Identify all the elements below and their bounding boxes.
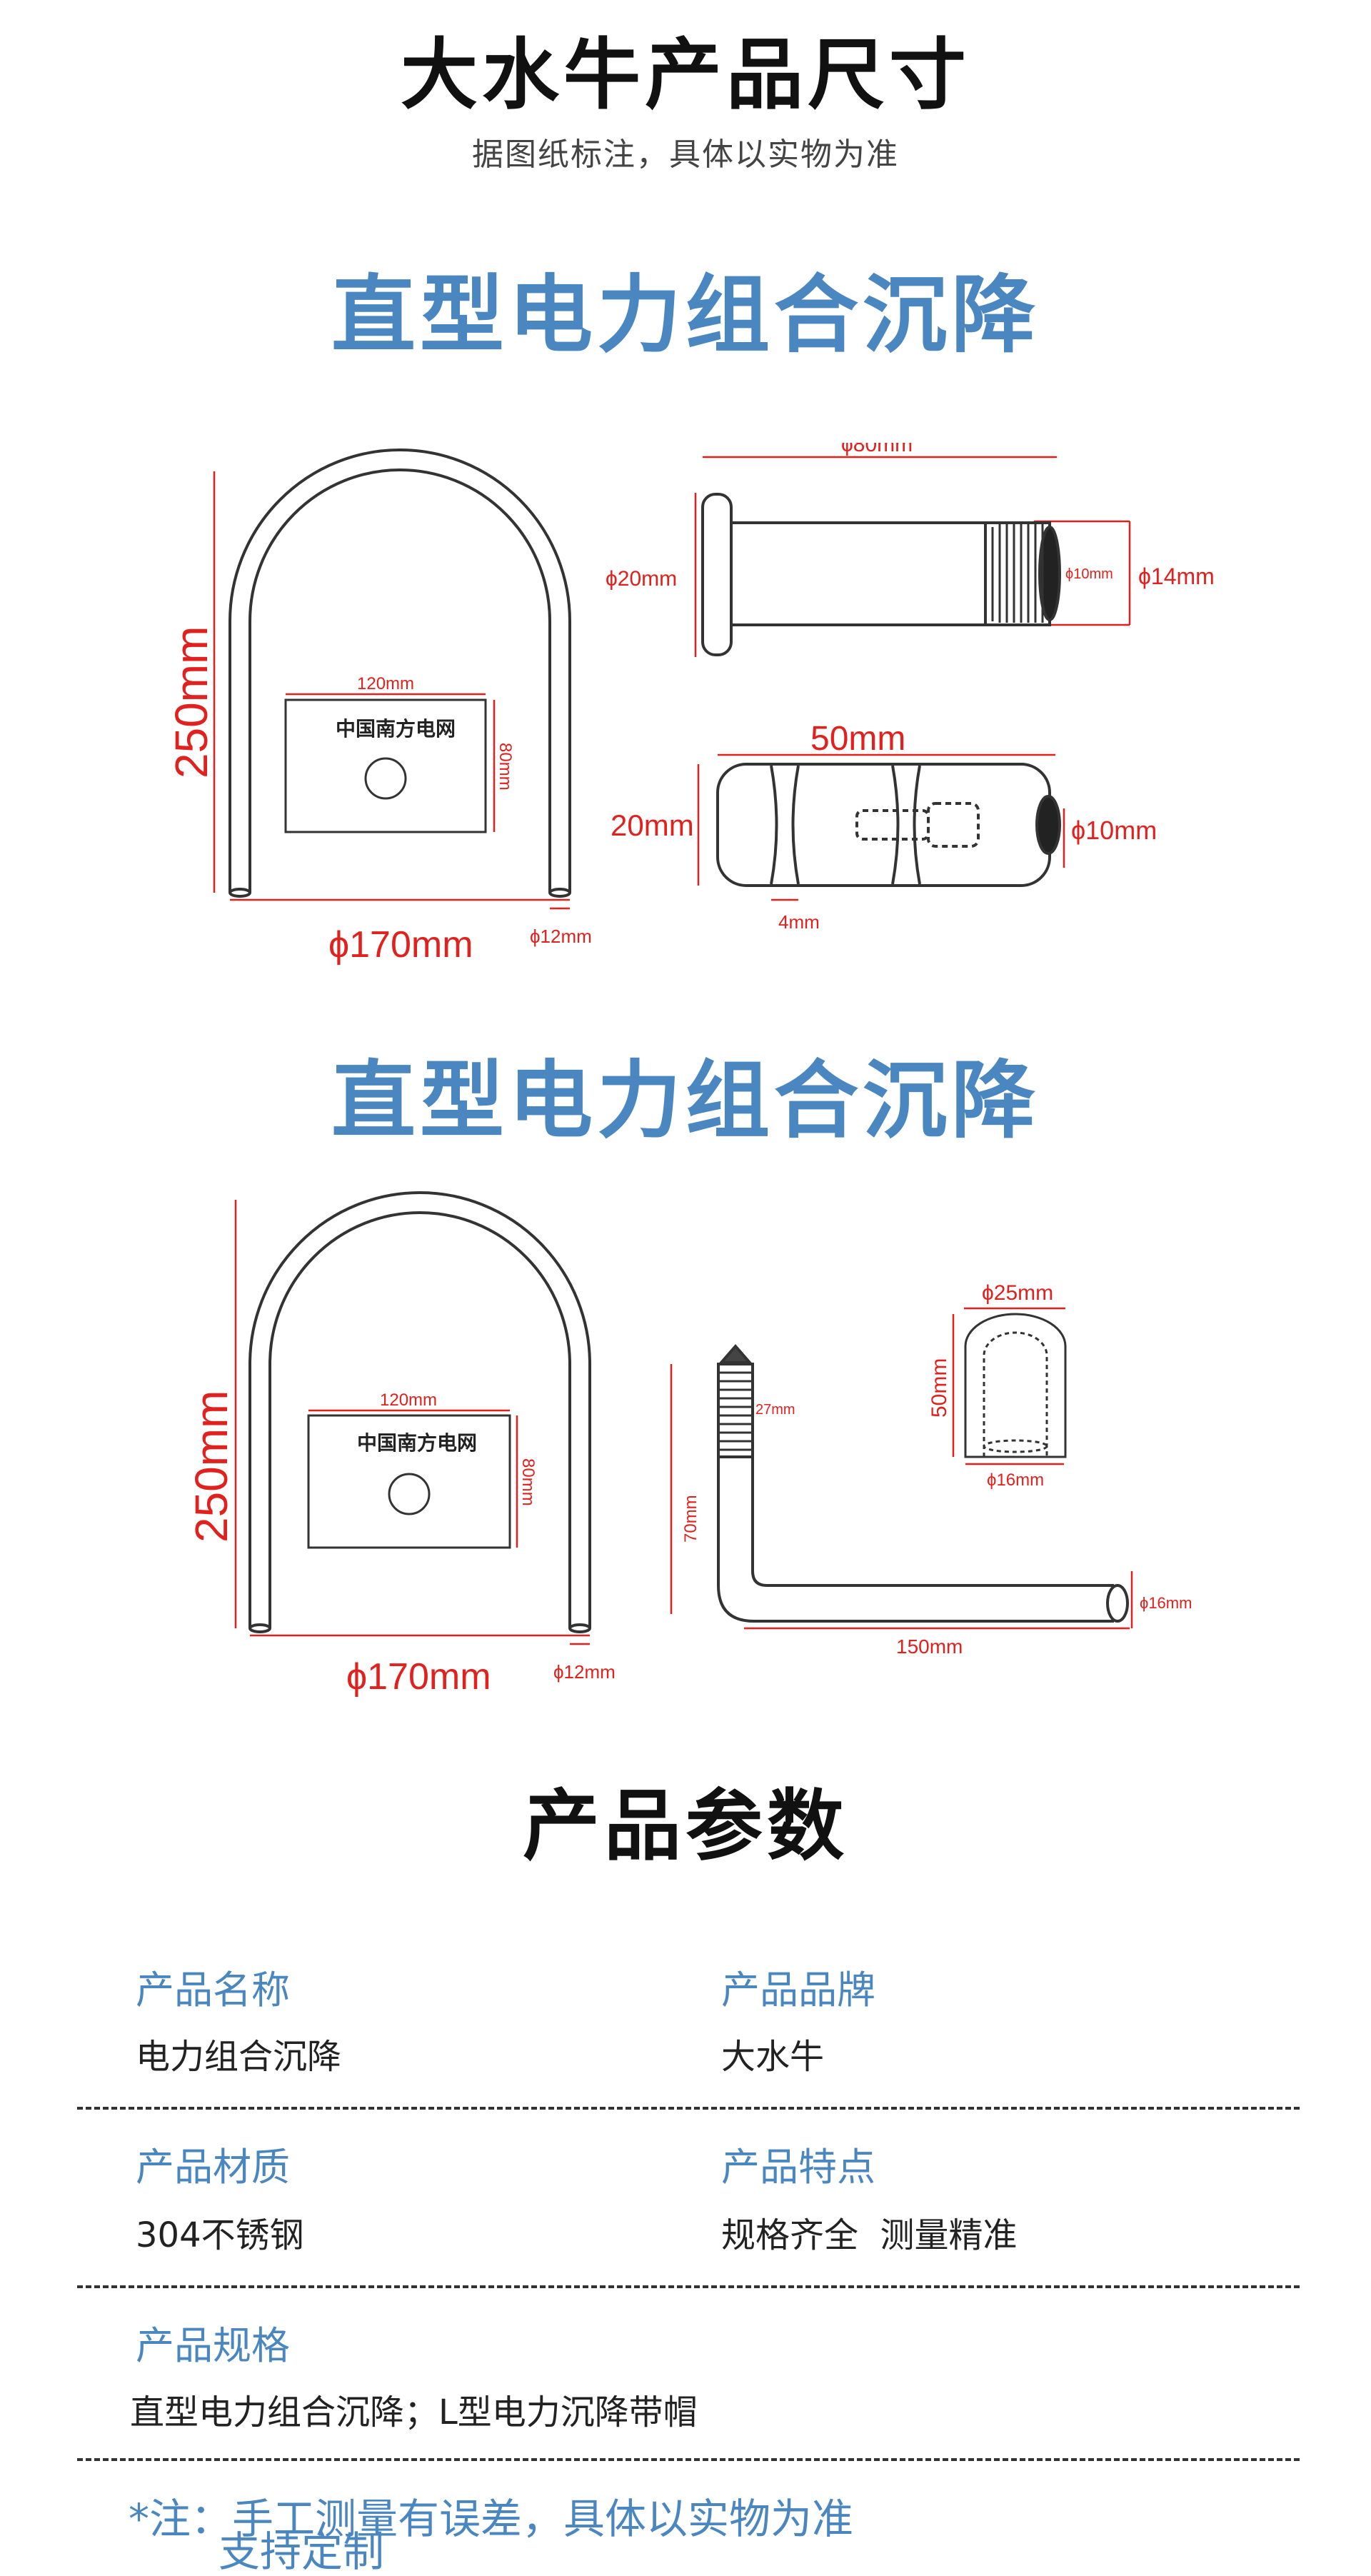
connector-drawing: [716, 763, 1061, 887]
dim-connector-groove: 4mm: [778, 911, 820, 933]
divider: [77, 2285, 1300, 2288]
dim-l-length: 150mm: [896, 1635, 963, 1658]
note-line-2: 支持定制: [219, 2527, 385, 2576]
param-value-feature: 规格齐全 测量精准: [721, 2215, 1018, 2255]
sign-plate-2: 中国南方电网: [307, 1414, 511, 1549]
dim-plate-width: 120mm: [357, 674, 414, 693]
dim-rod-2: ϕ12mm: [553, 1661, 616, 1683]
dim-thread-outer: ϕ14mm: [1138, 563, 1215, 589]
dim-plate-height: 80mm: [496, 743, 515, 791]
dim-rod-head: ϕ20mm: [606, 567, 677, 591]
threaded-rod-drawing: [701, 493, 1061, 656]
param-label-brand: 产品品牌: [721, 1968, 875, 2013]
dim-connector-height: 20mm: [611, 808, 694, 842]
param-value-spec: 直型电力组合沉降；L型电力沉降带帽: [130, 2392, 698, 2432]
dim-cap-inner: ϕ16mm: [987, 1470, 1044, 1490]
section2-title: 直型电力组合沉降: [331, 1051, 1040, 1150]
dim-plate-height-2: 80mm: [518, 1458, 538, 1506]
param-value-material: 304不锈钢: [136, 2215, 304, 2255]
plate-text: 中国南方电网: [336, 717, 456, 740]
dim-height-2: 250mm: [186, 1390, 237, 1543]
dim-connector-length: 50mm: [810, 720, 905, 758]
section2-diagram: 中国南方电网 250mm ϕ170mm ϕ12mm 120mm 80mm: [186, 1191, 1192, 1698]
dim-connector-hole: ϕ10mm: [1071, 816, 1157, 845]
section1-diagram: 中国南方电网 250mm ϕ170mm ϕ12mm 120mm 80mm: [166, 443, 1215, 966]
divider: [77, 2458, 1300, 2461]
page-title: 大水牛产品尺寸: [400, 30, 970, 120]
dim-plate-width-2: 120mm: [380, 1390, 437, 1410]
sign-plate: 中国南方电网: [284, 698, 487, 833]
dim-l-height: 70mm: [681, 1495, 700, 1543]
param-value-name: 电力组合沉降: [136, 2037, 342, 2077]
dim-rod: ϕ12mm: [530, 926, 592, 947]
dim-l-diameter: ϕ16mm: [1140, 1594, 1192, 1612]
dim-cap-height: 50mm: [928, 1358, 951, 1418]
cap-drawing: [964, 1313, 1067, 1458]
plate-text-2: 中国南方电网: [357, 1431, 477, 1454]
page-subtitle: 据图纸标注，具体以实物为准: [472, 136, 899, 173]
dim-rod-length: ϕ80mm: [841, 443, 913, 456]
params-title: 产品参数: [522, 1781, 848, 1871]
dim-width-2: ϕ170mm: [346, 1656, 491, 1698]
param-label-spec: 产品规格: [136, 2323, 290, 2368]
u-bolt-drawing: [228, 448, 571, 898]
dim-l-thread: 27mm: [755, 1402, 795, 1418]
param-value-brand: 大水牛: [721, 2037, 825, 2077]
dim-width: ϕ170mm: [328, 924, 473, 966]
dim-cap-diameter: ϕ25mm: [982, 1281, 1053, 1305]
dim-thread-inner: ϕ10mm: [1065, 566, 1113, 582]
note-line-1: *注：手工测量有误差，具体以实物为准: [129, 2495, 854, 2543]
u-bolt-drawing-2: [248, 1191, 591, 1633]
param-label-feature: 产品特点: [721, 2145, 875, 2190]
param-label-name: 产品名称: [136, 1968, 290, 2013]
param-label-material: 产品材质: [136, 2145, 290, 2190]
divider: [77, 2107, 1300, 2110]
section1-title: 直型电力组合沉降: [331, 265, 1040, 364]
dim-height: 250mm: [166, 626, 217, 778]
